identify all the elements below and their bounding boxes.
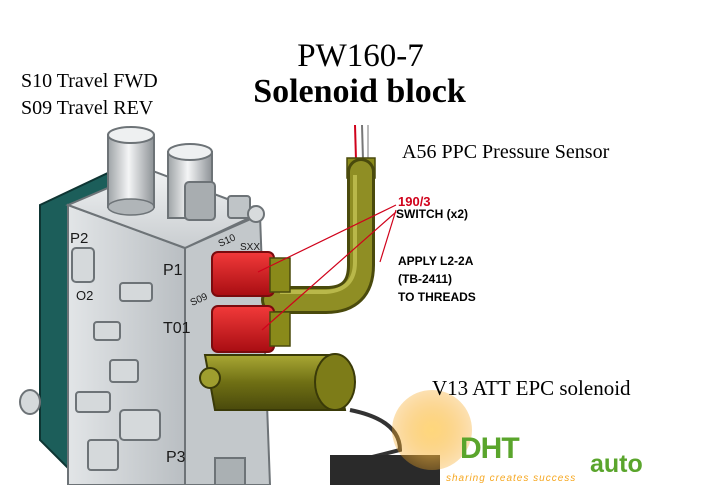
apply-line-3: TO THREADS bbox=[398, 290, 476, 304]
switch-labels: S10 Travel FWD S09 Travel REV bbox=[21, 68, 158, 122]
port-label-p3: P3 bbox=[166, 449, 186, 466]
watermark-brand-suffix: auto bbox=[590, 450, 643, 478]
port-label-p1: P1 bbox=[163, 262, 183, 279]
logo-disc bbox=[392, 390, 472, 470]
port-label-t01: T01 bbox=[163, 320, 191, 337]
red-switch-s10 bbox=[211, 251, 291, 297]
marking-sxx: SXX bbox=[240, 242, 260, 253]
red-switch-s09 bbox=[211, 305, 291, 353]
top-connector bbox=[227, 195, 265, 223]
apply-line-1: APPLY L2-2A bbox=[398, 254, 474, 268]
apply-note: APPLY L2-2A (TB-2411) TO THREADS bbox=[398, 252, 476, 306]
callout-code: 190/3 bbox=[398, 194, 431, 209]
model-title: PW160-7 bbox=[297, 38, 424, 74]
callout-switch: SWITCH (x2) bbox=[396, 207, 468, 221]
epc-label: V13 ATT EPC solenoid bbox=[432, 376, 631, 400]
apply-line-2: (TB-2411) bbox=[398, 272, 453, 286]
switch-cylinder-s09 bbox=[167, 143, 216, 221]
subtitle: Solenoid block bbox=[253, 73, 466, 110]
port-plugs bbox=[19, 247, 161, 471]
watermark-brand: DHT bbox=[460, 432, 520, 465]
switch-label-s09: S09 Travel REV bbox=[21, 97, 154, 119]
port-label-p2: P2 bbox=[70, 230, 88, 247]
page-title: PW160-7 Solenoid block bbox=[0, 38, 701, 111]
watermark-tagline: sharing creates success bbox=[446, 473, 577, 484]
switch-label-s10: S10 Travel FWD bbox=[21, 70, 158, 92]
sensor-label: A56 PPC Pressure Sensor bbox=[402, 141, 610, 163]
switch-cylinder-s10 bbox=[107, 126, 155, 216]
epc-solenoid bbox=[199, 353, 440, 485]
callout-lines bbox=[257, 204, 397, 331]
bottom-fitting bbox=[214, 457, 246, 485]
port-label-o2: O2 bbox=[76, 288, 93, 303]
